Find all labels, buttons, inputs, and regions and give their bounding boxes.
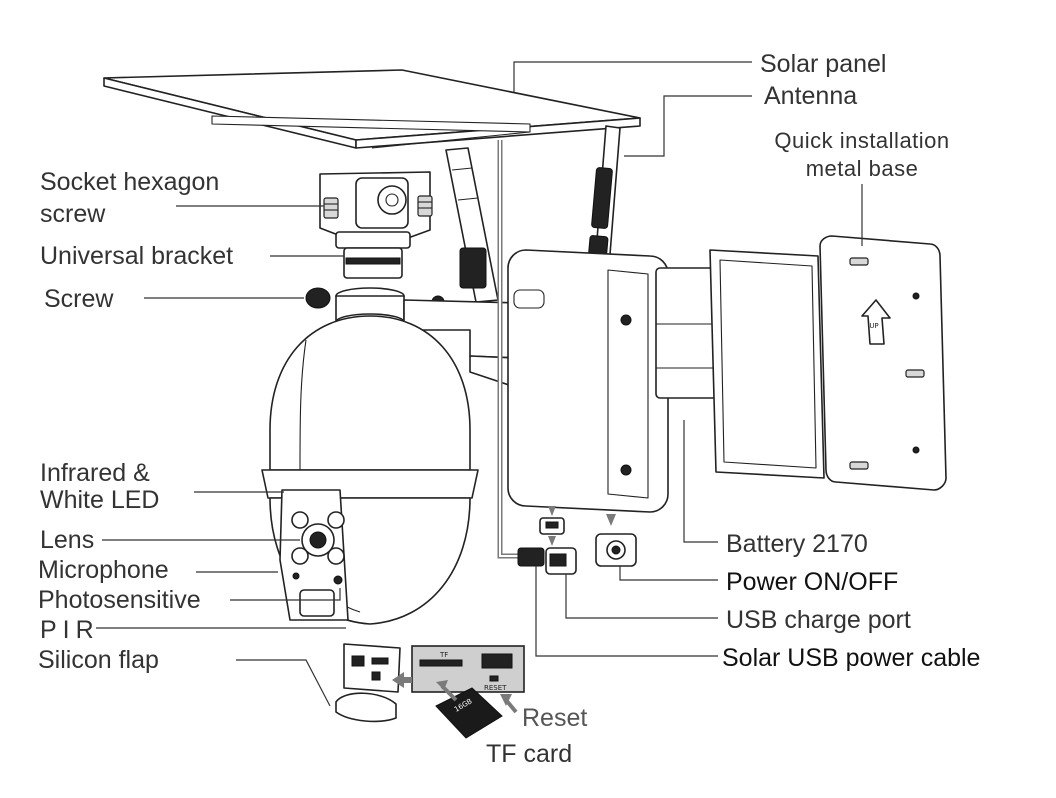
label-infrared-2: White LED [40, 486, 159, 514]
usb-charge-port-part [539, 517, 577, 575]
label-silicon-flap: Silicon flap [38, 646, 159, 674]
label-infrared-1: Infrared & [40, 459, 150, 487]
insert-arrows [392, 506, 616, 714]
label-socket-hex-1: Socket hexagon [40, 168, 219, 196]
label-reset: Reset [522, 704, 587, 732]
label-battery: Battery 2170 [726, 530, 868, 558]
tf-card: 16GB [435, 687, 503, 739]
labels: Solar panel Antenna Quick installation m… [38, 50, 980, 768]
reset-mark: RESET [484, 684, 507, 692]
label-antenna: Antenna [764, 82, 857, 110]
label-solar-usb: Solar USB power cable [722, 644, 980, 672]
quick-install-base: UP [819, 235, 947, 491]
camera-face [279, 489, 349, 621]
battery-box [507, 249, 669, 513]
label-usb-charge: USB charge port [726, 606, 911, 634]
socket-hexagon-screws [323, 195, 433, 219]
leader-lines [96, 61, 863, 707]
label-screw: Screw [44, 285, 114, 313]
label-lens: Lens [40, 526, 94, 554]
label-solar-panel: Solar panel [760, 50, 886, 78]
battery-back-cover [709, 249, 825, 479]
universal-bracket-assembly [319, 171, 431, 279]
label-tf-card: TF card [486, 740, 572, 768]
base-screws [849, 257, 925, 470]
label-universal-bracket: Universal bracket [40, 242, 233, 270]
label-quick-install-2: metal base [806, 156, 919, 181]
power-button-part [595, 533, 637, 567]
panel-strut [445, 147, 499, 303]
label-quick-install-1: Quick installation [774, 128, 949, 153]
label-socket-hex-2: screw [40, 200, 106, 228]
tf-slot-mark: TF [439, 651, 448, 659]
solar-usb-cable [497, 140, 545, 567]
up-mark: UP [869, 322, 878, 330]
tf-slot-panel: TF RESET [411, 645, 525, 693]
silicon-flap [335, 643, 401, 723]
solar-panel [103, 69, 641, 149]
label-power: Power ON/OFF [726, 568, 898, 596]
label-pir: PIR [40, 616, 100, 644]
label-photosensitive: Photosensitive [38, 586, 201, 614]
label-microphone: Microphone [38, 556, 169, 584]
